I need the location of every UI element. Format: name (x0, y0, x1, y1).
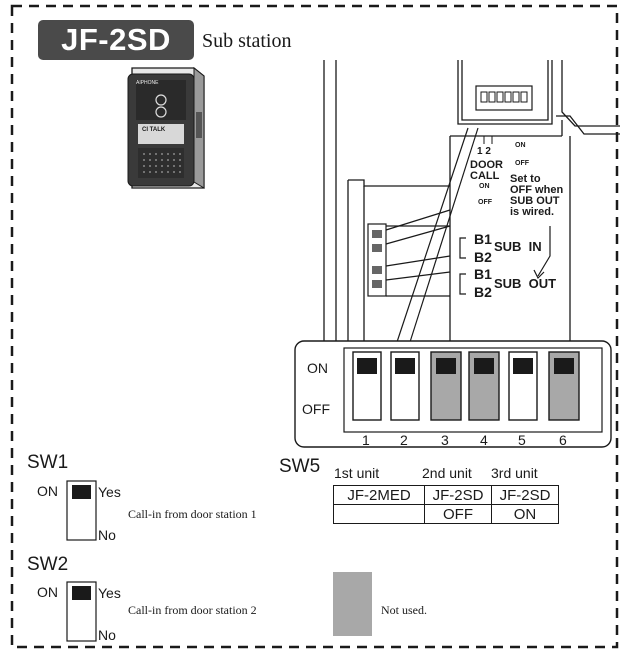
dip-on-label: ON (307, 360, 328, 376)
sw1-no-label: No (98, 527, 116, 543)
dip-switch-block (294, 340, 612, 448)
door-call-off: OFF (478, 199, 492, 206)
sw1-yes-label: Yes (98, 484, 121, 500)
dip-knob-3 (436, 358, 456, 374)
dip-switches (352, 351, 580, 421)
sw1-label: SW1 (27, 452, 69, 473)
sw2-knob (72, 586, 91, 600)
dip-number-1: 1 (362, 432, 370, 448)
b1-label-out: B1 (474, 266, 492, 282)
sw5-model-3: JF-2SD (491, 485, 559, 505)
sw5-unit-2: 2nd unit (422, 465, 472, 481)
b2-label-out: B2 (474, 284, 492, 300)
sw5-setting-3: ON (491, 504, 559, 524)
dip-off-label: OFF (302, 401, 330, 417)
dip-knob-4 (474, 358, 494, 374)
device-brand: AIPHONE (136, 80, 159, 86)
sw1-on-label: ON (37, 483, 58, 499)
dip-on-small: ON (515, 142, 526, 149)
sw1-switch (66, 480, 97, 541)
sw5-unit-3: 3rd unit (491, 465, 538, 481)
sw2-no-label: No (98, 627, 116, 643)
sw2-yes-label: Yes (98, 585, 121, 601)
dip-off-small: OFF (515, 160, 529, 167)
dip-knob-5 (513, 358, 533, 374)
station-subtitle: Sub station (202, 30, 292, 52)
sw2-label: SW2 (27, 554, 69, 575)
dip-top-numbers: 1 2 (477, 146, 491, 157)
sub-out-label: SUB OUT (494, 276, 557, 291)
sw2-on-label: ON (37, 584, 58, 600)
sw5-setting-1 (333, 504, 425, 524)
sw5-setting-row: OFF ON (333, 504, 559, 524)
device-panel-label: CI TALK (142, 127, 166, 133)
sw5-table: JF-2MED JF-2SD JF-2SD OFF ON (333, 485, 559, 524)
sw5-model-2: JF-2SD (424, 485, 492, 505)
dip-number-2: 2 (400, 432, 408, 448)
dip-number-4: 4 (480, 432, 488, 448)
sw1-caption: Call-in from door station 1 (128, 507, 257, 521)
door-call-on: ON (479, 183, 490, 190)
sw5-model-row: JF-2MED JF-2SD JF-2SD (333, 485, 559, 505)
dip-knob-6 (554, 358, 574, 374)
sw5-model-1: JF-2MED (333, 485, 425, 505)
sw2-switch (66, 581, 97, 642)
sub-in-label: SUB IN (494, 239, 542, 254)
b1-label-in: B1 (474, 231, 492, 247)
sw2-caption: Call-in from door station 2 (128, 603, 257, 617)
dip-number-6: 6 (559, 432, 567, 448)
circuit-board-drawing (323, 60, 620, 350)
b2-label-in: B2 (474, 249, 492, 265)
sw5-setting-2: OFF (424, 504, 492, 524)
not-used-swatch (333, 572, 372, 636)
sw5-label: SW5 (279, 456, 321, 477)
dip-number-3: 3 (441, 432, 449, 448)
sw1-knob (72, 485, 91, 499)
dip-number-5: 5 (518, 432, 526, 448)
dip-knob-1 (357, 358, 377, 374)
sw5-unit-1: 1st unit (334, 465, 380, 481)
not-used-label: Not used. (381, 603, 427, 617)
sub-station-illustration (127, 66, 205, 189)
model-title: JF-2SD (38, 20, 194, 60)
dip-knob-2 (395, 358, 415, 374)
